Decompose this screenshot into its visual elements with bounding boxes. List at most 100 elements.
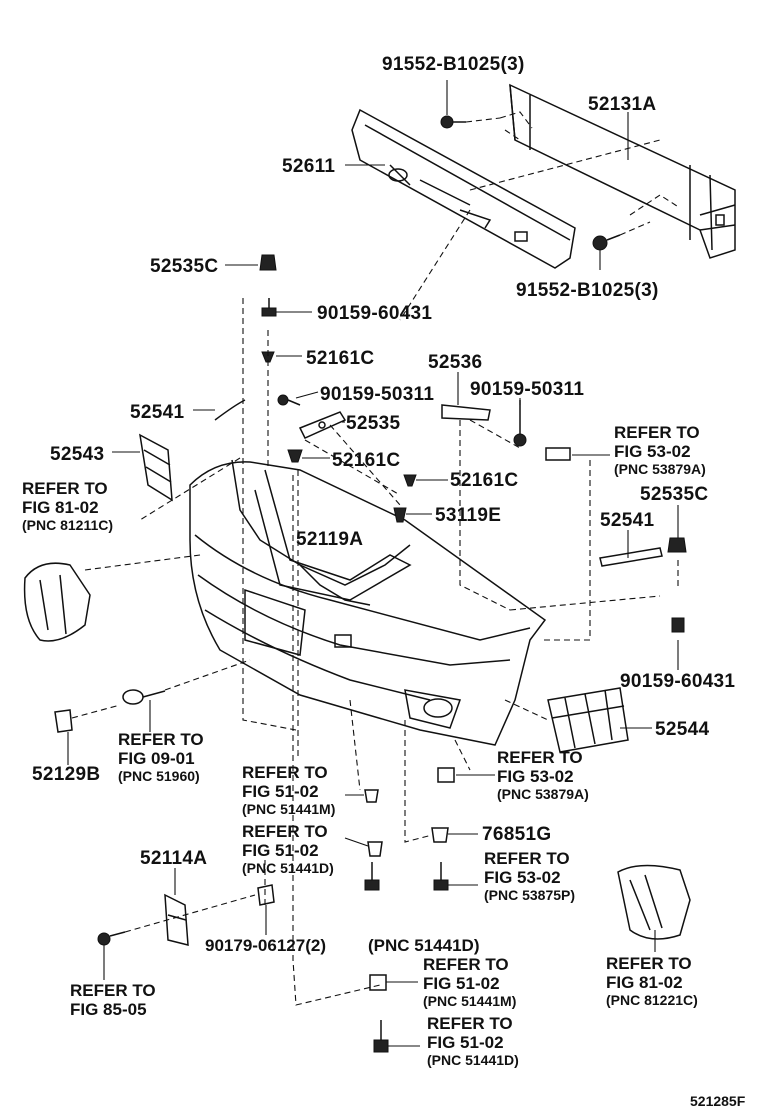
svg-text:REFER TO: REFER TO — [427, 1014, 513, 1033]
moulding-52541-left — [214, 399, 246, 421]
svg-text:FIG 53-02: FIG 53-02 — [614, 442, 691, 461]
label-76851G: 76851G — [482, 824, 551, 845]
diagram-id: 521285F — [690, 1093, 746, 1109]
label-52535: 52535 — [346, 413, 400, 434]
label-52161C-a: 52161C — [306, 348, 374, 369]
label-52543: 52543 — [50, 444, 104, 465]
svg-text:FIG 81-02: FIG 81-02 — [22, 498, 99, 517]
label-90159-50311-a: 90159-50311 — [320, 384, 434, 405]
refer-fig-51-02-d: REFER TO FIG 51-02 (PNC 51441D) — [427, 1014, 519, 1068]
leader-lines — [67, 80, 679, 1047]
svg-text:(PNC 81211C): (PNC 81211C) — [22, 517, 113, 533]
bolt-91552-bottom — [592, 221, 651, 251]
svg-text:REFER TO: REFER TO — [497, 748, 583, 767]
moulding-52541-right — [599, 547, 663, 567]
label-52541-left: 52541 — [130, 402, 184, 423]
svg-text:FIG 85-05: FIG 85-05 — [70, 1000, 147, 1019]
svg-text:(PNC 51960): (PNC 51960) — [118, 768, 200, 784]
label-pnc-51441D-mid: (PNC 51441D) — [368, 936, 480, 955]
svg-text:REFER TO: REFER TO — [606, 954, 692, 973]
screw-90159-60431-top — [261, 298, 277, 317]
nut-51441M-a — [367, 841, 383, 857]
label-90159-60431-top: 90159-60431 — [317, 303, 432, 324]
bracket-52536 — [441, 404, 491, 421]
cover-52129B — [54, 709, 73, 733]
label-52114A: 52114A — [140, 848, 207, 869]
svg-text:(PNC 51441M): (PNC 51441M) — [423, 993, 516, 1009]
svg-text:(PNC 81221C): (PNC 81221C) — [606, 992, 698, 1008]
svg-text:FIG 51-02: FIG 51-02 — [427, 1033, 504, 1052]
svg-text:(PNC 51441D): (PNC 51441D) — [427, 1052, 519, 1068]
svg-text:REFER TO: REFER TO — [484, 849, 570, 868]
clip-90179-06127 — [257, 884, 275, 906]
svg-text:(PNC 51441M): (PNC 51441M) — [242, 801, 335, 817]
bumper-retainer-52119A — [254, 469, 412, 601]
towing-eye — [122, 689, 166, 705]
assembly-lines — [71, 209, 679, 1006]
nut-53879A-top — [545, 447, 571, 461]
label-52611: 52611 — [282, 156, 335, 177]
refer-fig-51-02-a: REFER TO FIG 51-02 (PNC 51441M) — [242, 763, 335, 817]
label-90179-06127: 90179-06127(2) — [205, 936, 326, 955]
grille-52544 — [547, 687, 629, 753]
bumper-cover — [189, 459, 547, 746]
label-52161C-b: 52161C — [332, 450, 400, 471]
svg-text:REFER TO: REFER TO — [242, 763, 328, 782]
refer-fig-53-02-low: REFER TO FIG 53-02 (PNC 53875P) — [484, 849, 575, 903]
label-52544: 52544 — [655, 719, 709, 740]
refer-fig-85-05: REFER TO FIG 85-05 — [70, 981, 156, 1019]
svg-text:(PNC 51441D): (PNC 51441D) — [242, 860, 334, 876]
label-52536: 52536 — [428, 352, 482, 373]
clip-52161C-b — [287, 449, 303, 463]
label-91552-top: 91552-B1025(3) — [382, 54, 525, 75]
label-52541-right: 52541 — [600, 510, 654, 531]
refer-fig-81-02-right: REFER TO FIG 81-02 (PNC 81221C) — [606, 954, 698, 1008]
label-90159-60431-right: 90159-60431 — [620, 671, 735, 692]
clip-76851G — [431, 827, 449, 843]
bolt-51441D-a — [364, 862, 380, 891]
bolt-91552-top — [440, 115, 501, 129]
label-52535C-right: 52535C — [640, 484, 708, 505]
bolt-85-05 — [97, 931, 126, 946]
svg-text:REFER TO: REFER TO — [423, 955, 509, 974]
refer-fig-51-02-b: REFER TO FIG 51-02 (PNC 51441D) — [242, 822, 334, 876]
svg-text:FIG 51-02: FIG 51-02 — [423, 974, 500, 993]
refer-fig-81-02-left: REFER TO FIG 81-02 (PNC 81211C) — [22, 479, 113, 533]
svg-text:FIG 51-02: FIG 51-02 — [242, 841, 319, 860]
svg-text:REFER TO: REFER TO — [118, 730, 204, 749]
support-52535 — [298, 411, 347, 439]
label-52119A: 52119A — [296, 529, 363, 550]
svg-text:REFER TO: REFER TO — [22, 479, 108, 498]
energy-absorber-52611 — [351, 108, 576, 269]
screw-90159-50311-a — [277, 394, 301, 406]
svg-text:FIG 53-02: FIG 53-02 — [497, 767, 574, 786]
svg-text:FIG 51-02: FIG 51-02 — [242, 782, 319, 801]
grille-52543 — [139, 433, 173, 502]
label-52131A: 52131A — [588, 94, 656, 115]
bolt-51441D-b — [373, 1020, 389, 1053]
label-53119E: 53119E — [435, 505, 501, 526]
label-52129B: 52129B — [32, 764, 100, 785]
bumper-reinforcement-52131A — [509, 83, 736, 259]
svg-text:FIG 53-02: FIG 53-02 — [484, 868, 561, 887]
clip-52535C-right — [667, 537, 687, 553]
svg-text:REFER TO: REFER TO — [614, 423, 700, 442]
svg-text:(PNC 53875P): (PNC 53875P) — [484, 887, 575, 903]
refer-fig-51-02-c: REFER TO FIG 51-02 (PNC 51441M) — [423, 955, 516, 1009]
refer-fig-53-02-top: REFER TO FIG 53-02 (PNC 53879A) — [614, 423, 706, 477]
refer-fig-53-02-mid: REFER TO FIG 53-02 (PNC 53879A) — [497, 748, 589, 802]
svg-text:(PNC 53879A): (PNC 53879A) — [497, 786, 589, 802]
clip-53119E — [393, 507, 407, 523]
fog-lamp-left — [23, 562, 91, 642]
svg-text:(PNC 53879A): (PNC 53879A) — [614, 461, 706, 477]
screw-90159-50311-b — [513, 400, 527, 447]
refer-to-labels: REFER TO FIG 53-02 (PNC 53879A) REFER TO… — [22, 423, 706, 1068]
clip-52161C-c — [403, 474, 417, 487]
part-labels: 91552-B1025(3) 52131A 52611 91552-B1025(… — [32, 54, 735, 955]
svg-text:FIG 09-01: FIG 09-01 — [118, 749, 195, 768]
svg-text:REFER TO: REFER TO — [70, 981, 156, 1000]
clip-52161C-a — [261, 351, 275, 363]
svg-text:FIG 81-02: FIG 81-02 — [606, 973, 683, 992]
label-90159-50311-b: 90159-50311 — [470, 379, 584, 400]
bolt-53875P — [433, 862, 449, 891]
